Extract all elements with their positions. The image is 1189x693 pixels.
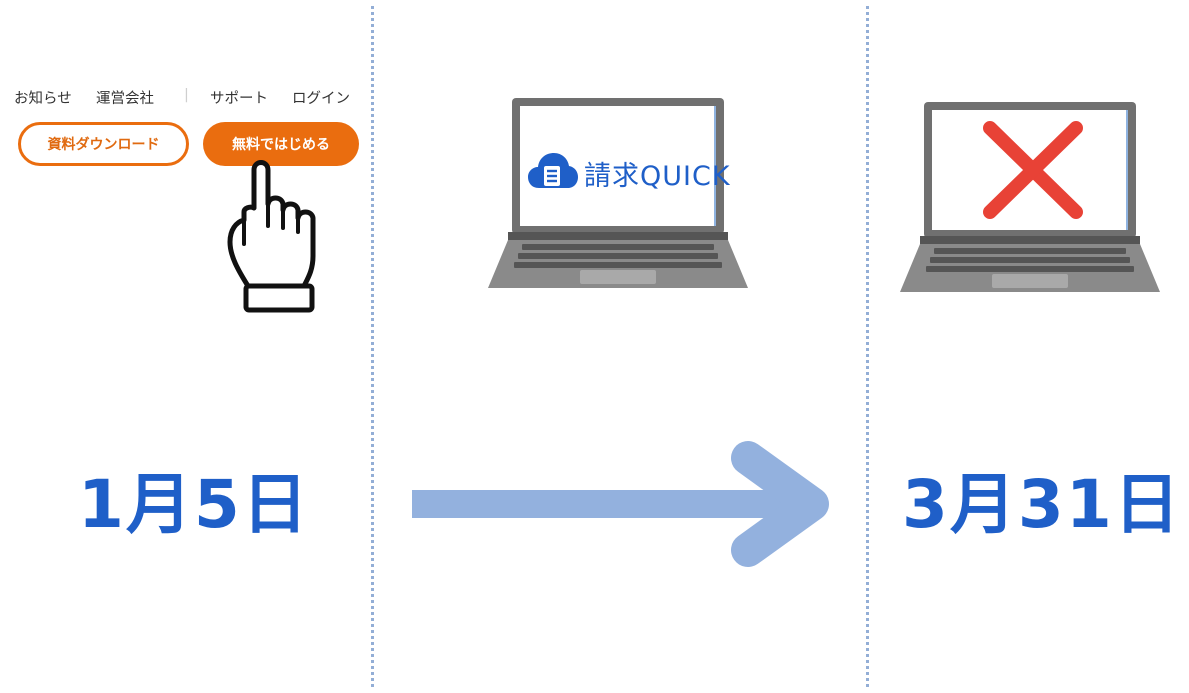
download-docs-button[interactable]: 資料ダウンロード xyxy=(18,122,189,166)
start-date: 1月5日 xyxy=(78,466,310,543)
cross-icon xyxy=(983,121,1083,219)
cloud-document-icon xyxy=(528,153,578,188)
nav-item-company[interactable]: 運営会社 xyxy=(96,91,154,107)
logo-text: 請求QUICK xyxy=(584,161,731,192)
pointing-hand-icon xyxy=(227,160,316,313)
nav-item-news[interactable]: お知らせ xyxy=(14,91,72,107)
nav-item-support[interactable]: サポート xyxy=(210,91,268,107)
start-free-button[interactable]: 無料ではじめる xyxy=(203,122,359,166)
nav-item-login[interactable]: ログイン xyxy=(292,91,350,107)
end-date: 3月31日 xyxy=(902,466,1182,543)
divider-left xyxy=(371,6,374,687)
laptop-icon xyxy=(488,98,748,288)
nav-separator: | xyxy=(184,87,189,103)
arrow-right-icon xyxy=(412,441,829,567)
divider-right xyxy=(866,6,869,687)
